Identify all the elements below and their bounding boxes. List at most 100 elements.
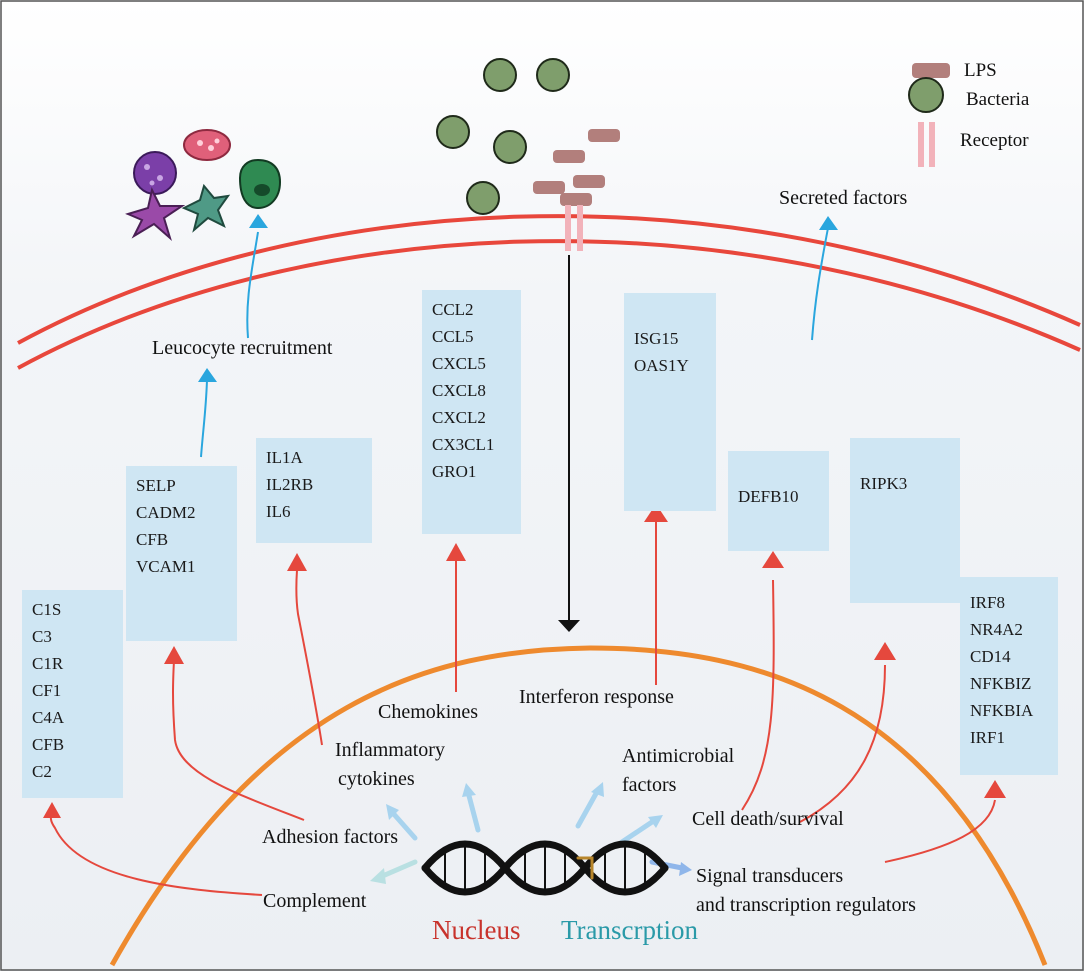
blue-arrow-adhesion <box>200 379 208 458</box>
legend-receptor-icon-right <box>929 122 935 167</box>
inflammatory-cytokines-label-2: cytokines <box>338 768 415 790</box>
gene-label: GRO1 <box>432 462 477 481</box>
legend-lps-label: LPS <box>964 60 997 81</box>
gene-label: SELP <box>136 476 176 495</box>
lps-icon <box>560 193 592 206</box>
gene-label: ISG15 <box>634 329 679 348</box>
gene-label: IL2RB <box>266 475 314 494</box>
blue-arrow-leucocyte <box>246 231 259 339</box>
gene-box-antimicrobial: DEFB10 <box>728 451 829 551</box>
gene-label: NR4A2 <box>970 620 1023 639</box>
adhesion-factors-label: Adhesion factors <box>262 826 399 848</box>
gene-label: DEFB10 <box>738 487 799 506</box>
gene-label: OAS1Y <box>634 356 689 375</box>
leucocyte-star-green-icon <box>181 183 231 233</box>
dna-helix-icon <box>421 840 669 896</box>
blue-arrow-secreted <box>811 227 829 341</box>
gene-box-chemokines: CCL2 CCL5 CXCL5 CXCL8 CXCL2 CX3CL1 GRO1 <box>422 290 521 534</box>
red-arrow-cell-death <box>799 664 886 823</box>
cell-membrane-inner <box>17 239 1081 370</box>
interferon-response-label: Interferon response <box>519 686 674 708</box>
legend-bacteria-icon <box>908 77 944 113</box>
lps-icon <box>588 129 620 142</box>
legend-bacteria-label: Bacteria <box>966 89 1030 110</box>
red-arrow-adhesion <box>172 659 305 821</box>
bacteria-icon <box>493 130 527 164</box>
lps-icon <box>553 150 585 163</box>
gene-label: CADM2 <box>136 503 196 522</box>
antimicrobial-factors-label-1: Antimicrobial <box>622 745 735 767</box>
receptor-icon-right <box>577 205 583 251</box>
gene-label: C4A <box>32 708 65 727</box>
transcription-label: Transcrption <box>561 915 699 945</box>
legend-receptor-icon-left <box>918 122 924 167</box>
gene-box-cell-death: RIPK3 <box>850 438 960 603</box>
gene-label: CFB <box>32 735 65 754</box>
inflammatory-cytokines-label-1: Inflammatory <box>335 739 445 761</box>
bacteria-cluster <box>436 58 570 215</box>
lps-cluster <box>533 129 620 206</box>
gene-label: VCAM1 <box>136 557 196 576</box>
chemokines-label: Chemokines <box>378 701 478 723</box>
signal-transducers-label-1: Signal transducers <box>696 865 844 887</box>
legend-lps-icon <box>912 63 950 78</box>
gene-box-signal: IRF8 NR4A2 CD14 NFKBIZ NFKBIA IRF1 <box>960 577 1058 775</box>
gene-label: CXCL5 <box>432 354 486 373</box>
legend-receptor-label: Receptor <box>960 130 1029 151</box>
gene-label: CCL5 <box>432 327 474 346</box>
gene-label: C3 <box>32 627 52 646</box>
gene-label: CD14 <box>970 647 1011 666</box>
gene-label: IRF8 <box>970 593 1005 612</box>
bacteria-icon <box>536 58 570 92</box>
gene-label: IRF1 <box>970 728 1005 747</box>
leucocyte-green-icon <box>238 158 282 210</box>
gene-label: IL6 <box>266 502 291 521</box>
gene-label: CX3CL1 <box>432 435 495 454</box>
gene-box-interferon: ISG15 OAS1Y <box>624 293 716 511</box>
leucocyte-recruitment-label: Leucocyte recruitment <box>152 337 333 359</box>
gene-label: CFB <box>136 530 169 549</box>
leucocyte-purple-icon <box>133 151 177 195</box>
secreted-factors-label: Secreted factors <box>779 187 908 209</box>
bacteria-icon <box>466 181 500 215</box>
bacteria-icon <box>436 115 470 149</box>
complement-label: Complement <box>263 890 367 912</box>
gene-label: CF1 <box>32 681 62 700</box>
receptor-icon-left <box>565 205 571 251</box>
gene-label: C2 <box>32 762 52 781</box>
gene-label: NFKBIA <box>970 701 1034 720</box>
gene-box-adhesion: SELP CADM2 CFB VCAM1 <box>126 466 237 641</box>
gene-label: C1R <box>32 654 64 673</box>
gene-label: CXCL8 <box>432 381 486 400</box>
blue-arrows <box>200 227 829 458</box>
leucocytes <box>125 129 282 242</box>
nucleus-label: Nucleus <box>432 915 521 945</box>
leucocyte-pink-icon <box>183 129 231 161</box>
leucocyte-star-purple-icon <box>125 187 186 242</box>
antimicrobial-factors-label-2: factors <box>622 774 677 796</box>
transcription-arrows <box>370 782 692 884</box>
cell-membrane-outer <box>17 214 1081 345</box>
cell-death-survival-label: Cell death/survival <box>692 808 844 830</box>
gene-box-cytokines: IL1A IL2RB IL6 <box>256 438 372 543</box>
red-arrow-complement <box>49 811 263 896</box>
red-arrow-antimicrobial <box>741 579 775 811</box>
gene-label: NFKBIZ <box>970 674 1032 693</box>
signal-arrow-head <box>558 620 580 632</box>
gene-label: C1S <box>32 600 62 619</box>
red-arrow-cytokines <box>295 569 323 746</box>
red-arrow-signal <box>884 799 996 863</box>
gene-label: IL1A <box>266 448 303 467</box>
lps-icon <box>573 175 605 188</box>
nuclear-envelope <box>109 645 1048 967</box>
gene-label: RIPK3 <box>860 474 908 493</box>
signal-transducers-label-2: and transcription regulators <box>696 894 916 916</box>
bacteria-icon <box>483 58 517 92</box>
gene-label: CXCL2 <box>432 408 486 427</box>
gene-box-complement: C1S C3 C1R CF1 C4A CFB C2 <box>22 590 123 798</box>
gene-label: CCL2 <box>432 300 474 319</box>
lps-icon <box>533 181 565 194</box>
